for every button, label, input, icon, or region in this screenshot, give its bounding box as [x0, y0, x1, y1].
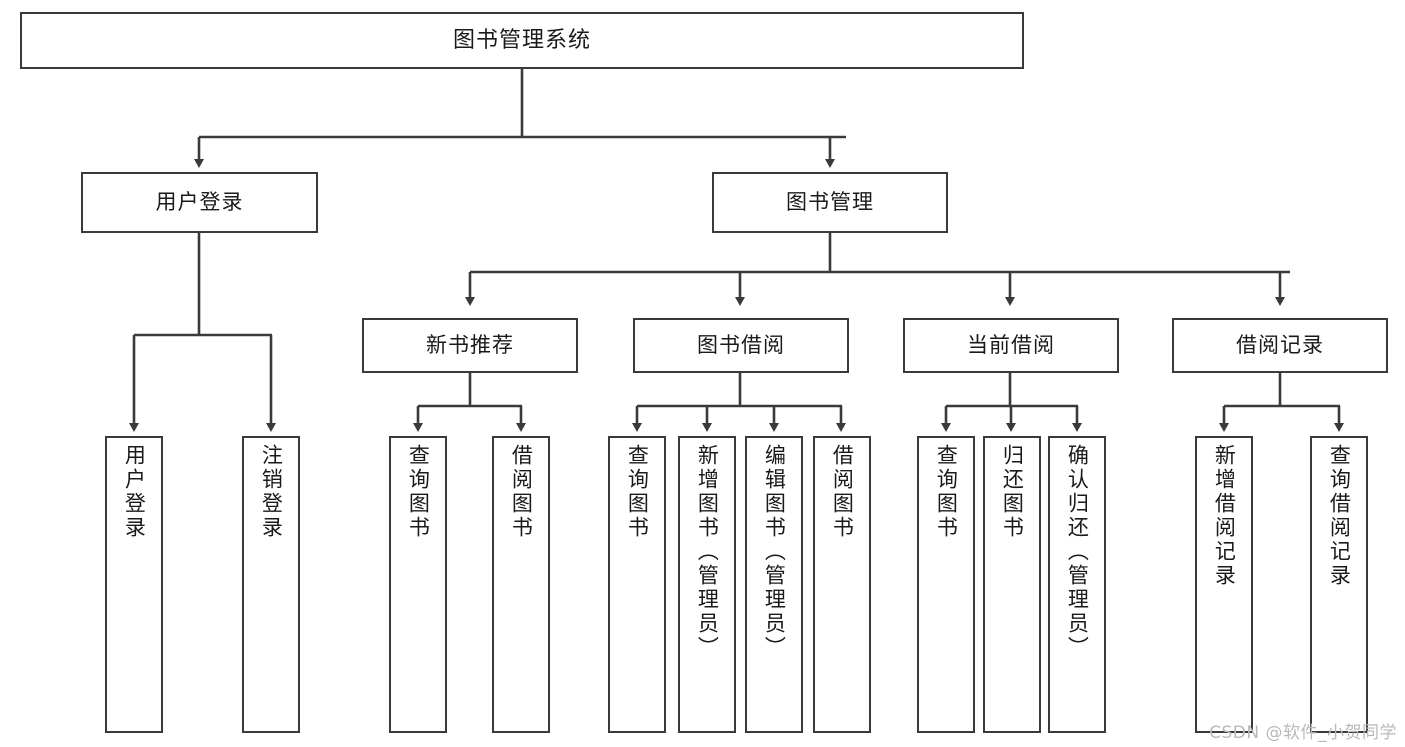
leaf-book-borrow-edit[interactable]: 编辑图书（管理员）	[745, 436, 803, 733]
node-book-borrow[interactable]: 图书借阅	[633, 318, 849, 373]
leaf-new-book-borrow-label: 借阅图书	[509, 444, 534, 540]
node-borrow-record-label: 借阅记录	[1236, 333, 1324, 358]
leaf-borrow-record-add-label: 新增借阅记录	[1212, 444, 1237, 588]
leaf-book-borrow-edit-label: 编辑图书（管理员）	[762, 444, 787, 660]
leaf-book-borrow-query-label: 查询图书	[625, 444, 650, 540]
node-user-login-label: 用户登录	[155, 190, 244, 215]
leaf-new-book-query-label: 查询图书	[406, 444, 431, 540]
leaf-book-borrow-add-label: 新增图书（管理员）	[695, 444, 720, 660]
node-new-book-recommend[interactable]: 新书推荐	[362, 318, 578, 373]
node-borrow-record[interactable]: 借阅记录	[1172, 318, 1388, 373]
csdn-watermark: CSDN @软件_小贺同学	[1209, 723, 1397, 743]
node-book-borrow-label: 图书借阅	[697, 333, 785, 358]
leaf-user-login-login[interactable]: 用户登录	[105, 436, 163, 733]
leaf-current-borrow-query-label: 查询图书	[934, 444, 959, 540]
node-current-borrow[interactable]: 当前借阅	[903, 318, 1119, 373]
leaf-current-borrow-return[interactable]: 归还图书	[983, 436, 1041, 733]
leaf-borrow-record-query[interactable]: 查询借阅记录	[1310, 436, 1368, 733]
leaf-user-login-logout-label: 注销登录	[259, 444, 284, 540]
node-new-book-recommend-label: 新书推荐	[426, 333, 514, 358]
leaf-borrow-record-query-label: 查询借阅记录	[1327, 444, 1352, 588]
node-root-label: 图书管理系统	[452, 27, 591, 53]
leaf-new-book-borrow[interactable]: 借阅图书	[492, 436, 550, 733]
leaf-book-borrow-borrow[interactable]: 借阅图书	[813, 436, 871, 733]
leaf-user-login-logout[interactable]: 注销登录	[242, 436, 300, 733]
leaf-borrow-record-add[interactable]: 新增借阅记录	[1195, 436, 1253, 733]
node-current-borrow-label: 当前借阅	[967, 333, 1055, 358]
leaf-book-borrow-query[interactable]: 查询图书	[608, 436, 666, 733]
node-root[interactable]: 图书管理系统	[20, 12, 1024, 69]
leaf-new-book-query[interactable]: 查询图书	[389, 436, 447, 733]
leaf-book-borrow-borrow-label: 借阅图书	[830, 444, 855, 540]
node-book-manage-label: 图书管理	[786, 190, 874, 215]
node-user-login[interactable]: 用户登录	[81, 172, 318, 233]
leaf-user-login-login-label: 用户登录	[122, 444, 147, 540]
leaf-current-borrow-confirm[interactable]: 确认归还（管理员）	[1048, 436, 1106, 733]
node-book-manage[interactable]: 图书管理	[712, 172, 948, 233]
leaf-current-borrow-confirm-label: 确认归还（管理员）	[1065, 444, 1090, 660]
leaf-current-borrow-query[interactable]: 查询图书	[917, 436, 975, 733]
leaf-book-borrow-add[interactable]: 新增图书（管理员）	[678, 436, 736, 733]
leaf-current-borrow-return-label: 归还图书	[1000, 444, 1025, 540]
